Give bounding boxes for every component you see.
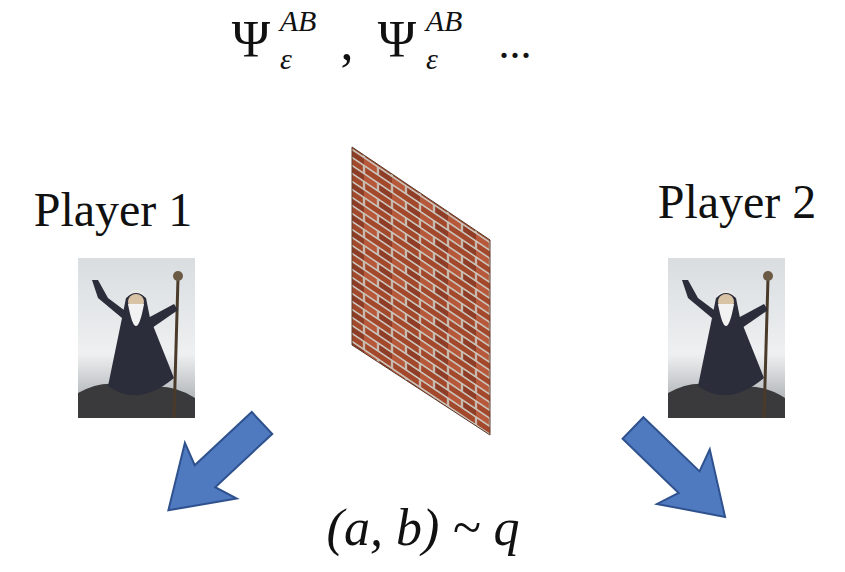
superscript: AB — [294, 6, 594, 36]
player-label: Player 1 — [0, 186, 263, 234]
subscript: ε — [282, 44, 582, 74]
ellipsis: ... — [365, 22, 665, 66]
block-arrow — [142, 395, 287, 538]
state-symbol: Ψ — [101, 14, 401, 66]
block-arrow — [607, 401, 752, 545]
player-label: Player 2 — [587, 178, 845, 226]
outcome-formula: (a, b) ~ q — [273, 502, 573, 554]
